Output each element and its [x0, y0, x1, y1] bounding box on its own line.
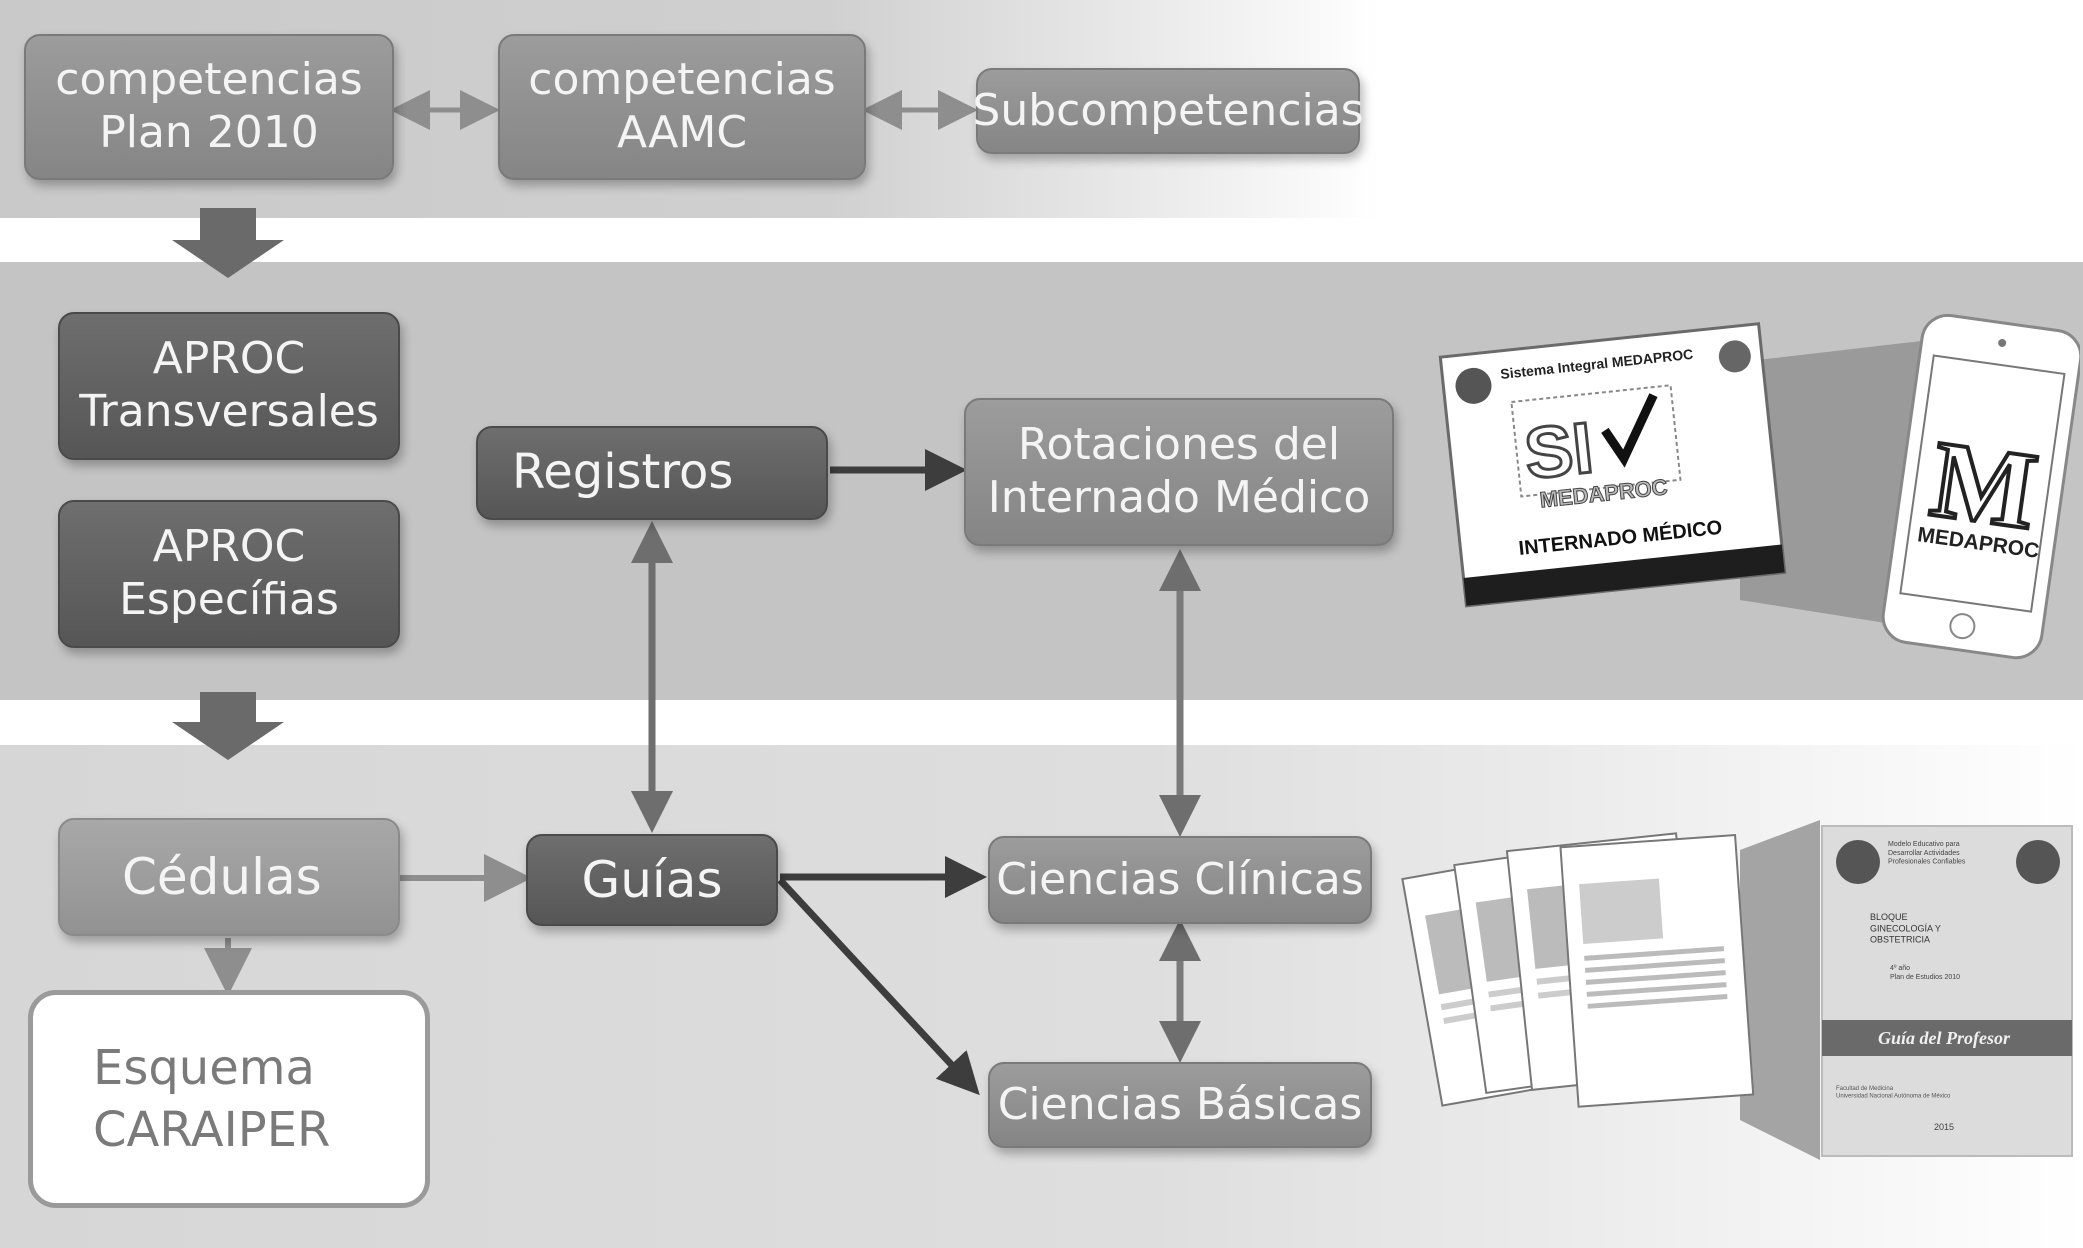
box-label: competencias AAMC	[528, 54, 836, 158]
cover-date: 2015	[1934, 1122, 1954, 1132]
box-label: Esquema CARAIPER	[93, 1039, 331, 1158]
box-subcompetencias: Subcompetencias	[972, 68, 1364, 154]
check-icon	[1601, 393, 1658, 468]
cover-band	[1822, 1020, 2072, 1056]
box-cedulas: Cédulas	[58, 818, 400, 936]
box-label: Ciencias Básicas	[997, 1078, 1363, 1130]
arrow-guias-basicas	[777, 877, 980, 1096]
projection-shape	[1740, 340, 1930, 630]
down-arrow-2	[172, 692, 284, 760]
down-arrow-1	[172, 208, 284, 278]
logo-frame	[1510, 384, 1682, 498]
medaproc-system-image: Sistema Integral MEDAPROC SI MEDAPROC IN…	[1438, 313, 2080, 660]
logo-text: SI	[1521, 408, 1597, 495]
phone-letter: M	[1924, 417, 2044, 552]
cover-band-text: Guía del Profesor	[1878, 1028, 2011, 1048]
box-ciencias-clinicas: Ciencias Clínicas	[988, 836, 1372, 924]
box-label: Subcompetencias	[972, 84, 1364, 136]
box-aproc-transversales: APROC Transversales	[58, 312, 400, 460]
box-label: Cédulas	[122, 848, 322, 906]
box-rotaciones-internado: Rotaciones del Internado Médico	[964, 398, 1394, 546]
faculty-seal-icon	[1718, 340, 1751, 373]
phone-home-button-icon	[1949, 613, 1976, 640]
cover-faculty-seal-icon	[2016, 840, 2060, 884]
phone-camera-icon	[1998, 338, 2007, 347]
box-label: competencias Plan 2010	[55, 54, 363, 158]
box-competencias-plan-2010: competencias Plan 2010	[24, 34, 394, 180]
cover-unam-seal-icon	[1836, 840, 1880, 884]
box-label: Ciencias Clínicas	[996, 853, 1364, 905]
box-aproc-especificas: APROC Específias	[58, 500, 400, 648]
box-ciencias-basicas: Ciencias Básicas	[988, 1062, 1372, 1148]
box-guias: Guías	[526, 834, 778, 926]
phone-screen	[1899, 354, 2066, 613]
box-label: APROC Transversales	[79, 333, 379, 437]
screen-bottom-bar	[1463, 544, 1785, 606]
guides-projection-shape	[1740, 820, 1820, 1160]
box-label: APROC Específias	[119, 521, 339, 625]
box-esquema-caraiper: Esquema CARAIPER	[28, 990, 430, 1208]
document-stack	[1401, 832, 1755, 1108]
unam-seal-icon	[1455, 367, 1492, 404]
box-label: Registros	[512, 444, 734, 501]
box-label: Rotaciones del Internado Médico	[987, 419, 1371, 523]
box-competencias-aamc: competencias AAMC	[498, 34, 866, 180]
box-registros: Registros	[476, 426, 828, 520]
box-label: Guías	[581, 851, 723, 909]
